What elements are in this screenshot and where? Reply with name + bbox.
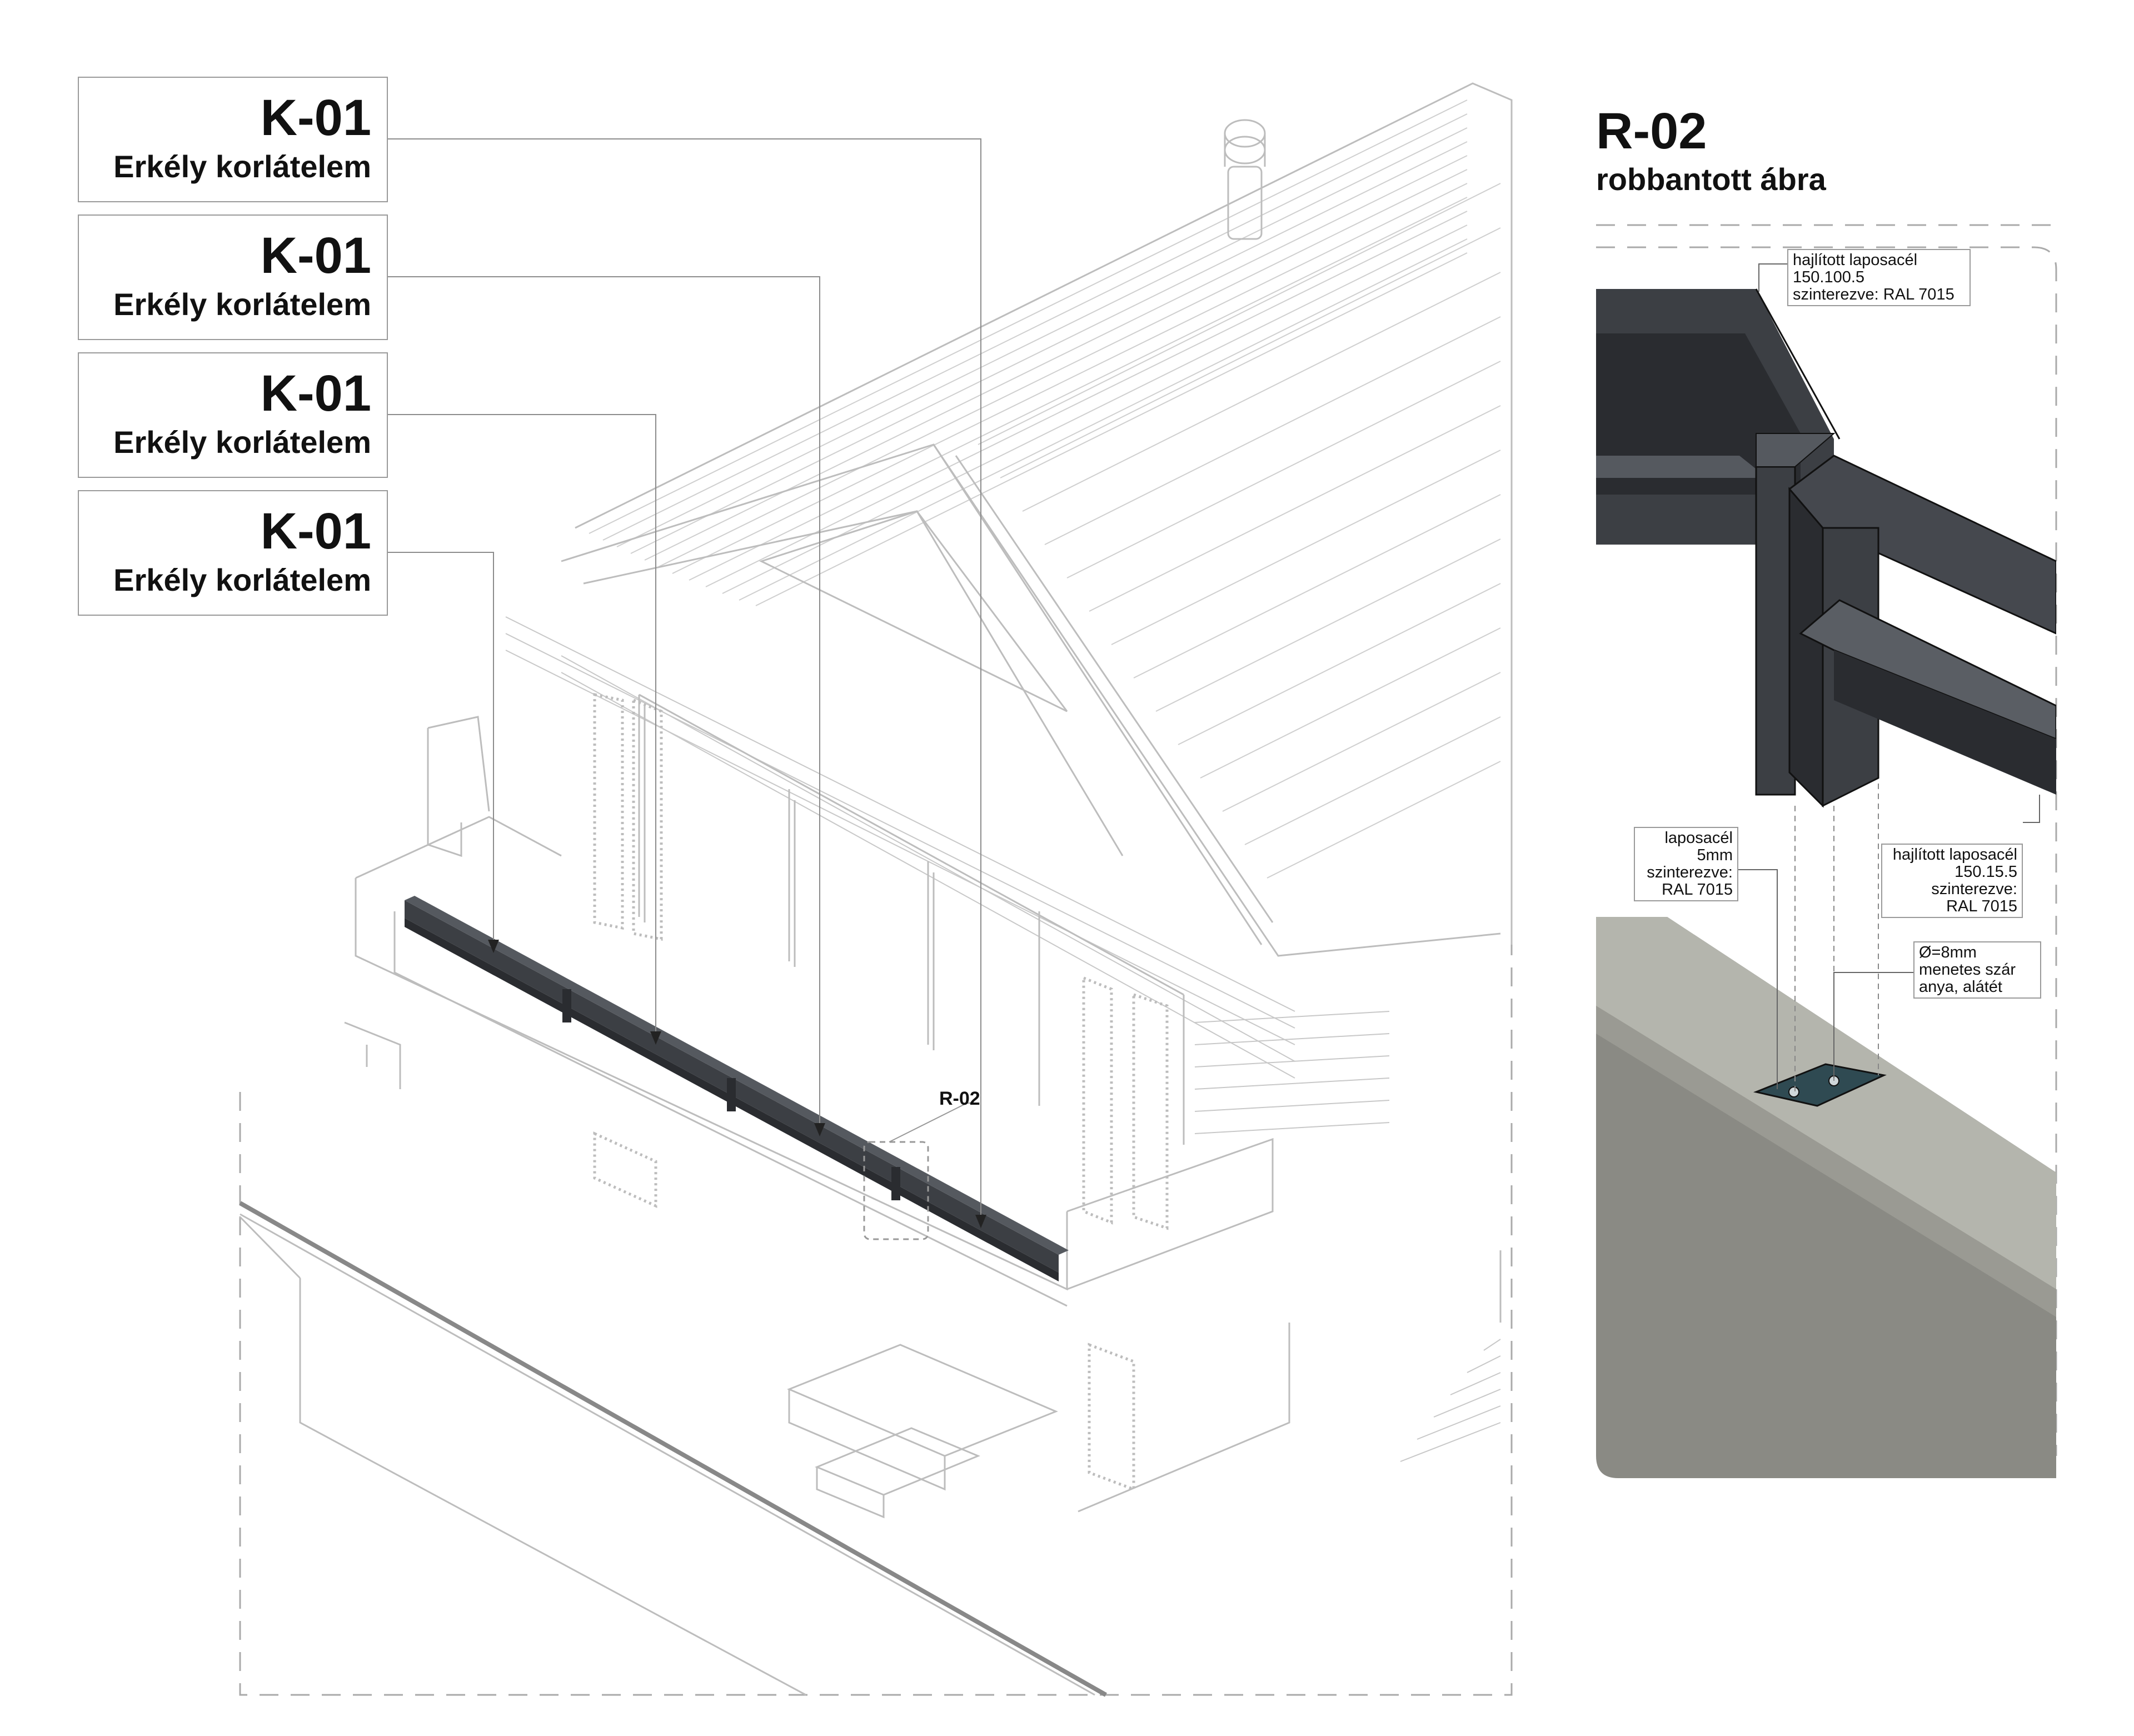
tag-k01-1: K-01 Erkély korlátelem [78,77,388,202]
base-plate [1753,1063,1887,1107]
window-frame [638,695,1185,1145]
tag-k01-4: K-01 Erkély korlátelem [78,490,388,616]
callout-label: R-02 [939,1088,980,1109]
sofa [787,1344,1058,1491]
tag-code: K-01 [260,89,371,146]
note-flat-bar: laposacél 5mm szinterezve: RAL 7015 [1634,827,1738,901]
projection-lines [1794,784,1879,1092]
building-axonometric [239,82,1513,1697]
note-top: hajlított laposacél 150.100.5 szinterezv… [1787,249,1971,306]
roof-outline [575,82,1513,945]
detail-subtitle: robbantott ábra [1596,162,1826,197]
roof-hatching-right [978,183,1501,879]
tag-k01-3: K-01 Erkély korlátelem [78,352,388,478]
tag-label: Erkély korlátelem [113,425,371,460]
tag-k01-2: K-01 Erkély korlátelem [78,214,388,340]
detail-title: R-02 [1596,103,1707,159]
stairs [1400,1339,1501,1462]
balcony-slab [355,816,562,879]
tag-code: K-01 [260,503,371,560]
leader-lines [388,138,981,1220]
note-threaded-rod: Ø=8mm menetes szár anya, alátét [1913,941,2041,999]
callout-box [863,1141,929,1240]
tag-label: Erkély korlátelem [113,562,371,597]
tag-label: Erkély korlátelem [113,149,371,184]
tag-code: K-01 [260,365,371,422]
chimney [1227,166,1263,240]
tag-label: Erkély korlátelem [113,287,371,322]
detail-exploded-view [1596,288,2056,1478]
balcony-railing [405,896,1069,1281]
perforated-shutters [593,692,1169,1491]
gable-triangle [561,443,1501,957]
roof-hatching-left [589,99,1468,606]
detail-leaders [1738,263,2040,1089]
note-bent-bar: hajlított laposacél 150.15.5 szinterezve… [1881,844,2023,918]
leader-arrows [488,940,986,1228]
tag-code: K-01 [260,227,371,284]
